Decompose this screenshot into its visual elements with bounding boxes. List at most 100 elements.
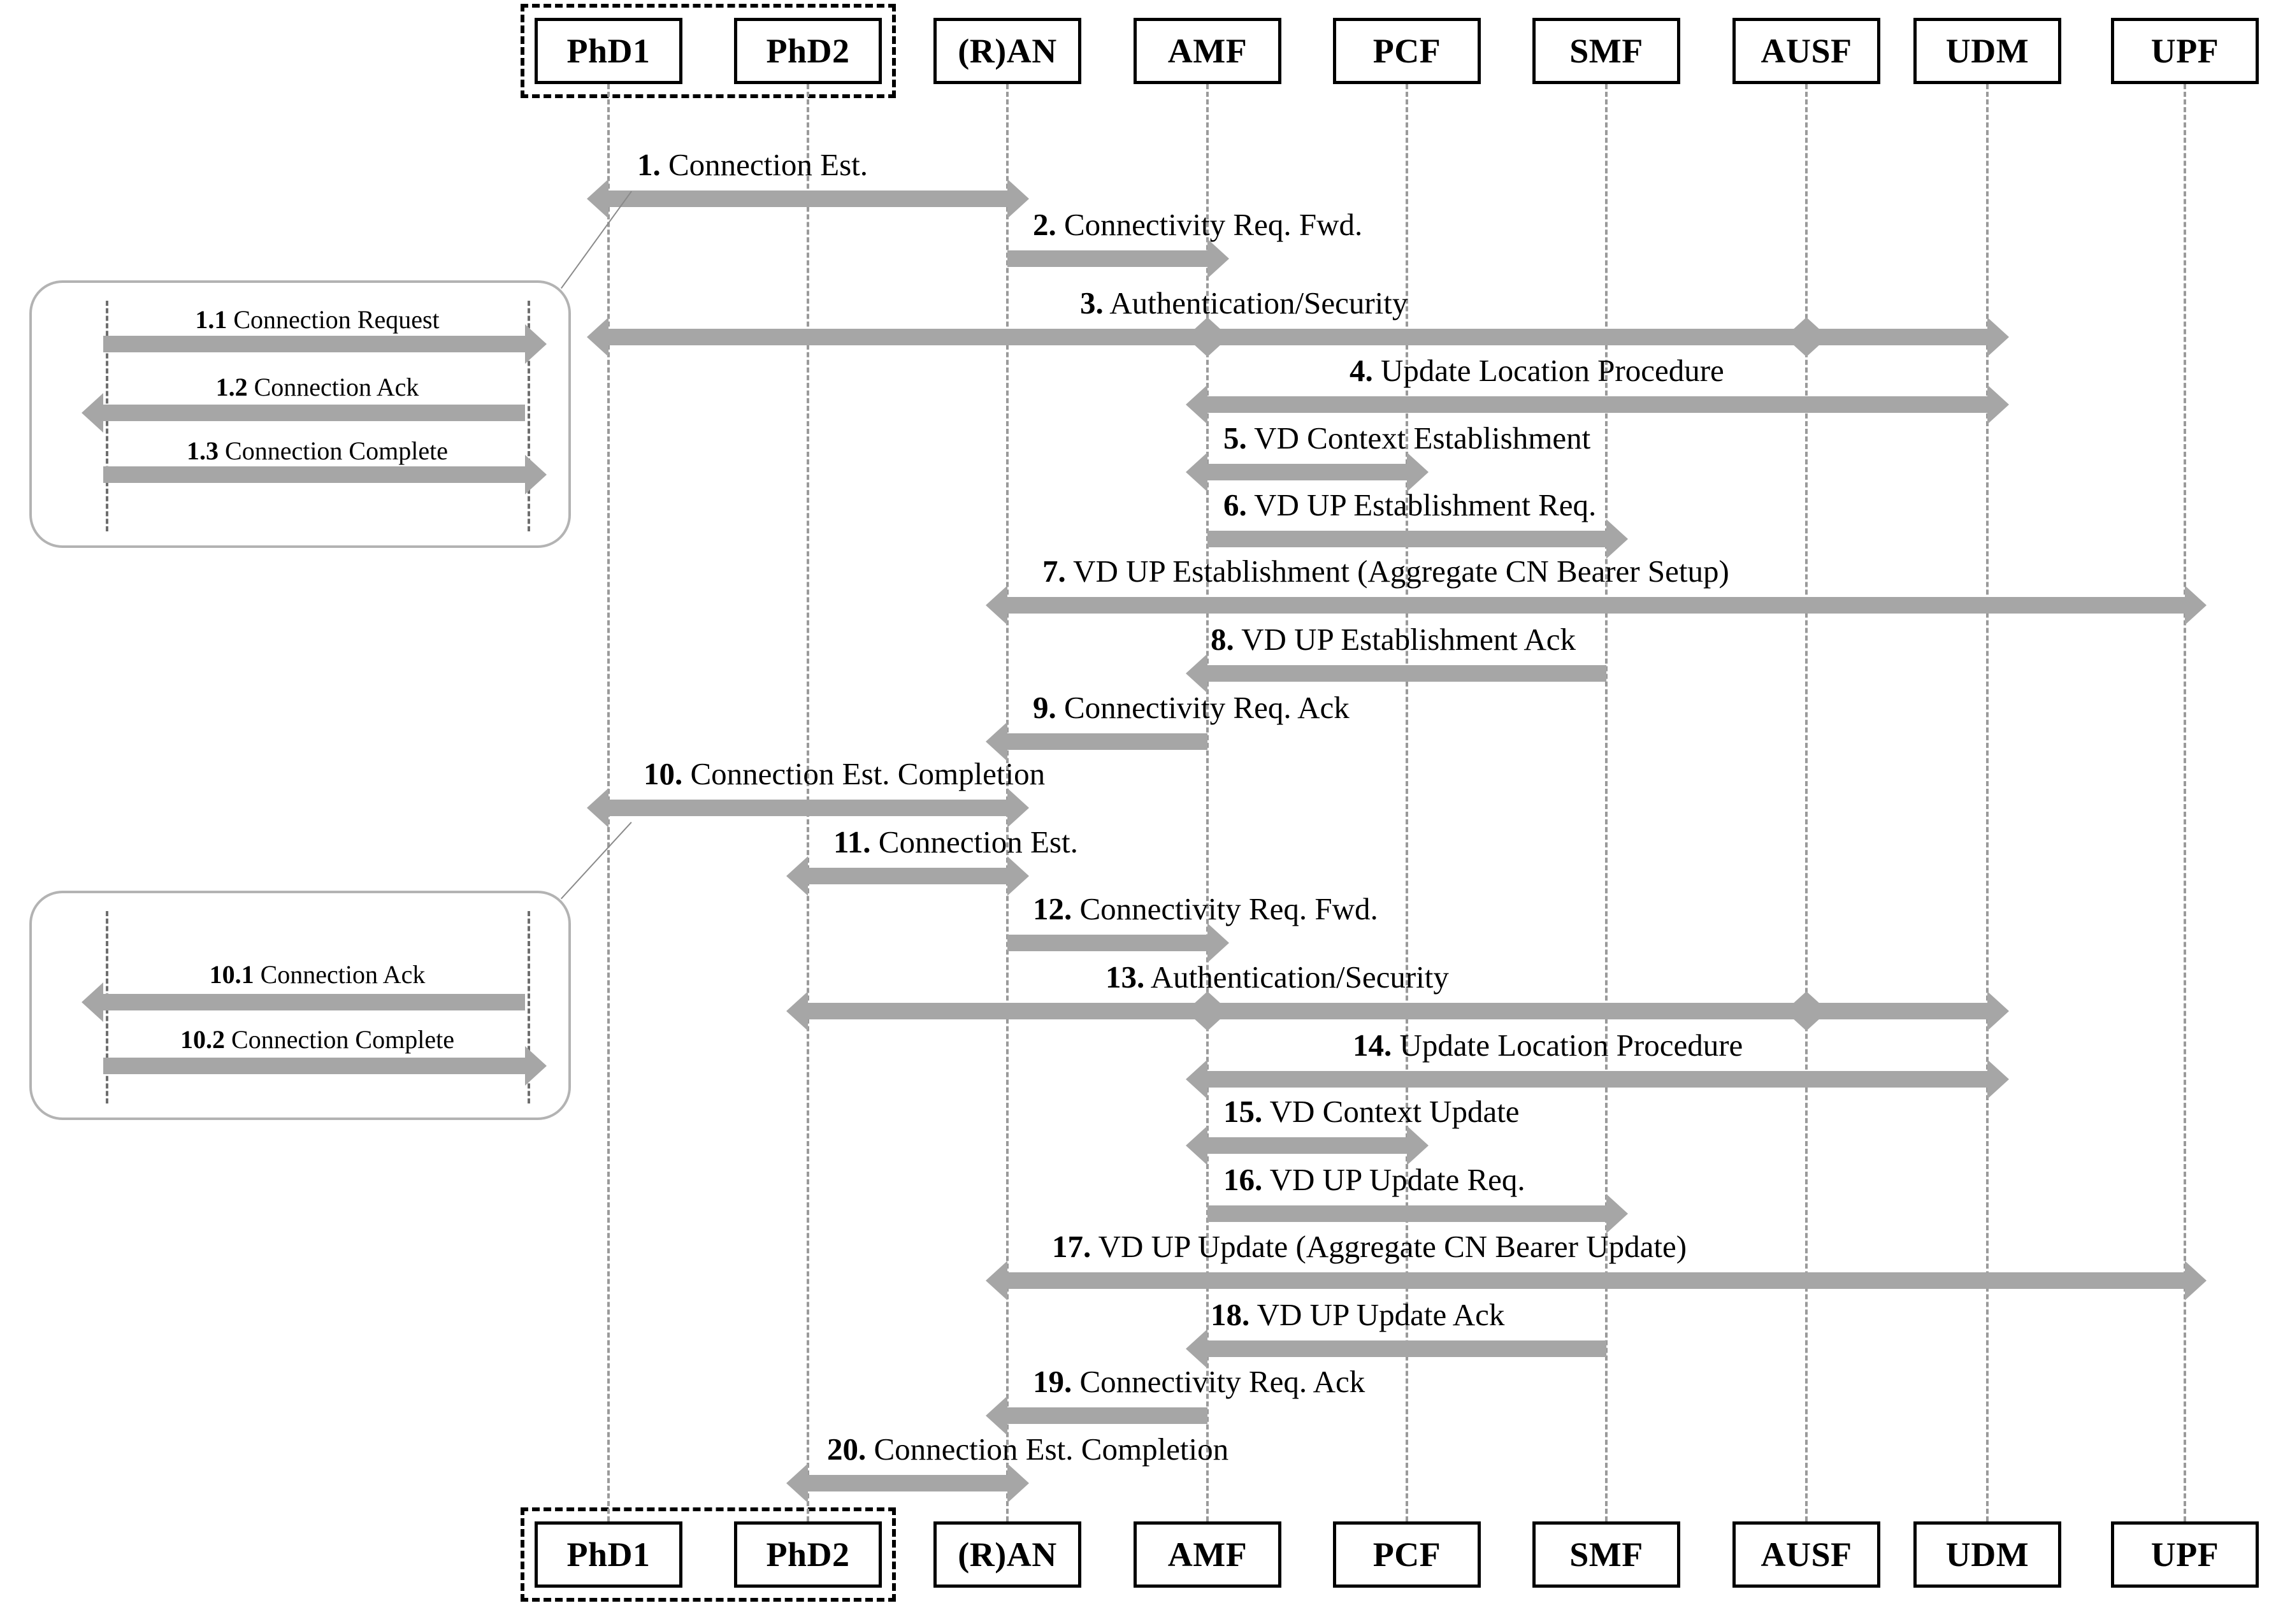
actor-box-upf-top: UPF	[2111, 18, 2259, 84]
callout-label-1_3: 1.3 Connection Complete	[110, 438, 525, 464]
actor-label: AUSF	[1761, 32, 1852, 70]
message-label-8: 8. VD UP Establishment Ack	[1211, 624, 1576, 655]
message-number: 6.	[1223, 487, 1247, 522]
arrow-head-left	[786, 856, 808, 896]
arrow-shaft	[1007, 250, 1207, 267]
arrow-head-right	[1007, 1463, 1029, 1503]
arrow-head-right	[1007, 788, 1029, 828]
arrow-head-left	[986, 586, 1007, 625]
arrow-shaft	[103, 466, 525, 483]
arrow-shaft	[1207, 464, 1407, 480]
arrow-head-left	[82, 982, 103, 1022]
arrow-head-left	[1186, 1060, 1207, 1099]
arrow-shaft	[1207, 531, 1606, 547]
message-label-16: 16. VD UP Update Req.	[1223, 1164, 1525, 1195]
message-label-9: 9. Connectivity Req. Ack	[1033, 692, 1350, 723]
arrow-head-left	[986, 1261, 1007, 1300]
callout-step-text: Connection Complete	[231, 1025, 454, 1054]
message-number: 12.	[1033, 891, 1072, 926]
message-label-4: 4. Update Location Procedure	[1350, 355, 1724, 386]
message-number: 18.	[1211, 1297, 1250, 1332]
arrow-head-left	[1186, 1329, 1207, 1369]
arrow-shaft	[1207, 1205, 1606, 1222]
arrow-head-right	[1407, 1126, 1429, 1165]
arrow-shaft	[1007, 597, 2185, 614]
arrow-shaft	[1207, 1071, 1987, 1088]
actor-label: PCF	[1372, 32, 1441, 70]
callout-step-text: Connection Request	[233, 305, 440, 334]
message-number: 16.	[1223, 1162, 1263, 1197]
lifeline-amf	[1206, 84, 1209, 1521]
message-number: 5.	[1223, 420, 1247, 456]
arrow-shaft	[609, 800, 1007, 816]
message-number: 10.	[644, 756, 683, 791]
arrow-shaft	[1207, 329, 1806, 345]
arrow-head-left	[1186, 317, 1207, 357]
actor-box-udm-bottom: UDM	[1913, 1521, 2061, 1588]
message-number: 19.	[1033, 1364, 1072, 1399]
message-label-3: 3. Authentication/Security	[1080, 287, 1408, 319]
arrow-shaft	[103, 336, 525, 352]
callout-step-text: Connection Ack	[260, 960, 426, 989]
message-label-5: 5. VD Context Establishment	[1223, 422, 1590, 454]
arrow-shaft	[103, 1058, 525, 1074]
message-number: 3.	[1080, 285, 1104, 320]
arrow-shaft	[1207, 665, 1606, 682]
actor-box-ausf-top: AUSF	[1732, 18, 1880, 84]
arrow-shaft	[1207, 1137, 1407, 1154]
arrow-head-left	[587, 179, 609, 219]
message-label-19: 19. Connectivity Req. Ack	[1033, 1366, 1365, 1397]
message-label-2: 2. Connectivity Req. Fwd.	[1033, 209, 1362, 240]
message-text: Connection Est.	[668, 147, 868, 182]
callout-label-1_2: 1.2 Connection Ack	[110, 375, 525, 400]
lifeline-udm	[1986, 84, 1989, 1521]
actor-box-ausf-bottom: AUSF	[1732, 1521, 1880, 1588]
message-number: 20.	[827, 1432, 867, 1467]
actor-box-phd1-top: PhD1	[535, 18, 682, 84]
message-number: 11.	[833, 824, 871, 859]
actor-label: PCF	[1372, 1535, 1441, 1574]
arrow-shaft	[808, 1475, 1007, 1491]
message-label-1: 1. Connection Est.	[637, 149, 868, 180]
arrow-head-right	[1207, 923, 1229, 963]
actor-label: SMF	[1569, 1535, 1643, 1574]
message-text: Connectivity Req. Ack	[1064, 690, 1350, 725]
message-text: Connection Est. Completion	[690, 756, 1046, 791]
message-label-10: 10. Connection Est. Completion	[644, 758, 1045, 789]
actor-box-upf-bottom: UPF	[2111, 1521, 2259, 1588]
message-text: VD UP Establishment (Aggregate CN Bearer…	[1073, 554, 1729, 589]
arrow-shaft	[1007, 733, 1207, 750]
actor-label: SMF	[1569, 32, 1643, 70]
arrow-shaft	[103, 994, 525, 1010]
arrow-head-right	[1207, 239, 1229, 278]
message-text: VD UP Update Req.	[1269, 1162, 1525, 1197]
ue-group-bottom	[521, 1507, 896, 1602]
arrow-shaft	[103, 405, 525, 421]
message-text: Authentication/Security	[1109, 285, 1408, 320]
callout-lifeline-right	[528, 301, 530, 531]
message-text: VD UP Establishment Ack	[1241, 622, 1576, 657]
arrow-head-right	[2185, 1261, 2207, 1300]
arrow-shaft	[1007, 1407, 1207, 1424]
arrow-head-left	[1186, 654, 1207, 693]
arrow-head-left	[587, 788, 609, 828]
message-text: Connectivity Req. Fwd.	[1064, 207, 1363, 242]
actor-box-pcf-bottom: PCF	[1333, 1521, 1481, 1588]
message-label-6: 6. VD UP Establishment Req.	[1223, 489, 1596, 521]
lifeline-smf	[1605, 84, 1608, 1521]
arrow-shaft	[808, 868, 1007, 884]
actor-box-amf-top: AMF	[1134, 18, 1281, 84]
arrow-head-right	[1606, 519, 1628, 559]
lifeline-upf	[2184, 84, 2186, 1521]
arrow-head-right	[1007, 856, 1029, 896]
message-label-12: 12. Connectivity Req. Fwd.	[1033, 893, 1378, 924]
actor-label: UPF	[2150, 1535, 2219, 1574]
arrow-head-left	[1186, 991, 1207, 1031]
message-number: 7.	[1042, 554, 1066, 589]
callout-step-text: Connection Complete	[225, 436, 448, 465]
actor-box-phd1-bottom: PhD1	[535, 1521, 682, 1588]
message-text: VD UP Establishment Req.	[1254, 487, 1597, 522]
actor-label: UPF	[2150, 32, 2219, 70]
arrow-head-right	[1987, 1060, 2009, 1099]
arrow-head-left	[82, 393, 103, 433]
